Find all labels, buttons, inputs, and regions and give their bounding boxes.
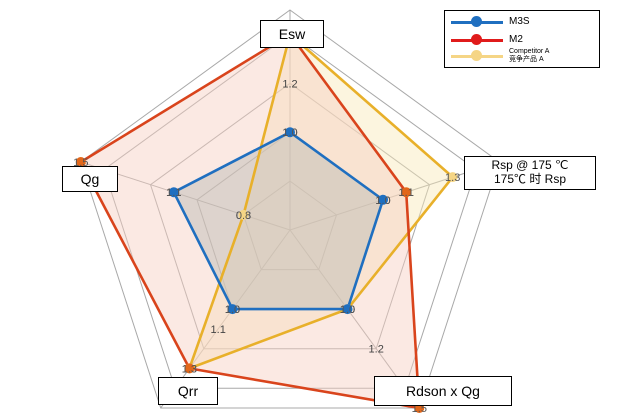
value-label-m3s-4: 1.0 [225, 304, 240, 316]
legend-marker-m3s [471, 16, 482, 27]
axis-label-rsp: Rsp @ 175 ℃ 175℃ 时 Rsp [464, 156, 596, 190]
legend-label-competitor-a-cn: 竞争产品 A [509, 56, 544, 63]
value-label-m3s-2: 1.0 [375, 195, 390, 207]
series-marker-m3s-5 [168, 187, 179, 198]
series-line-m3s [172, 130, 385, 311]
legend-marker-competitor-a [471, 50, 482, 61]
series-marker-competitor-a-2 [447, 172, 458, 183]
axis-label-qg-text: Qg [80, 171, 100, 187]
series-marker-m2-2 [401, 187, 412, 198]
grid-ring-3 [149, 82, 431, 350]
tick-label-8: 1.1 [211, 324, 226, 336]
value-label-m3s-1: 1.0 [282, 127, 297, 139]
axis-label-rsp-line1: Rsp @ 175 ℃ [491, 158, 569, 172]
value-label-m3s-5: 1.1 [166, 187, 181, 199]
tick-label-6: 1.2 [369, 344, 384, 356]
value-label-m2-4: 1.3 [182, 363, 197, 375]
legend-marker-m2 [471, 34, 482, 45]
value-label-m3s-3: 1.0 [340, 304, 355, 316]
grid-ring-1 [242, 180, 338, 271]
value-label-m2-3: 1.5 [412, 403, 427, 415]
series-marker-m2-4 [184, 363, 195, 374]
series-line-m2 [79, 33, 421, 410]
axis-label-rsp-line2: 175℃ 时 Rsp [493, 172, 567, 187]
axis-label-qg: Qg [62, 166, 118, 192]
axis-label-rdson-qg-text: Rdson x Qg [406, 383, 480, 399]
grid-ring-4 [103, 33, 477, 389]
series-marker-competitor-a-5 [238, 209, 249, 220]
series-line-competitor-a [188, 33, 455, 370]
value-label-competitor-a-2: 1.3 [445, 172, 460, 184]
chart-legend: M3S M2 Competitor A 竞争产品 A [444, 10, 600, 68]
axis-label-qrr: Qrr [158, 377, 218, 405]
series-marker-m3s-2 [378, 194, 388, 205]
legend-label-m2: M2 [509, 34, 523, 45]
legend-label-m3s: M3S [509, 16, 530, 27]
series-marker-m3s-4 [227, 304, 238, 315]
grid-ring-5 [80, 9, 500, 409]
legend-item-m2: M2 [451, 33, 597, 47]
axis-label-rdson-qg: Rdson x Qg [374, 376, 512, 406]
axis-label-esw: Esw [260, 20, 324, 48]
axis-label-qrr-text: Qrr [177, 383, 199, 399]
tick-label-2: 1.2 [282, 78, 297, 90]
value-label-m2-2: 1.1 [399, 187, 414, 199]
series-marker-m3s-1 [285, 127, 295, 138]
legend-label-competitor-a: Competitor A 竞争产品 A [509, 48, 549, 64]
axis-label-esw-text: Esw [278, 26, 306, 42]
legend-label-competitor-a-en: Competitor A [509, 48, 550, 55]
value-label-competitor-a-5: 0.8 [236, 210, 251, 222]
legend-item-m3s: M3S [451, 15, 597, 29]
series-area-competitor-a [189, 34, 453, 369]
legend-item-competitor-a: Competitor A 竞争产品 A [451, 48, 597, 64]
series-marker-m3s-3 [342, 304, 353, 315]
